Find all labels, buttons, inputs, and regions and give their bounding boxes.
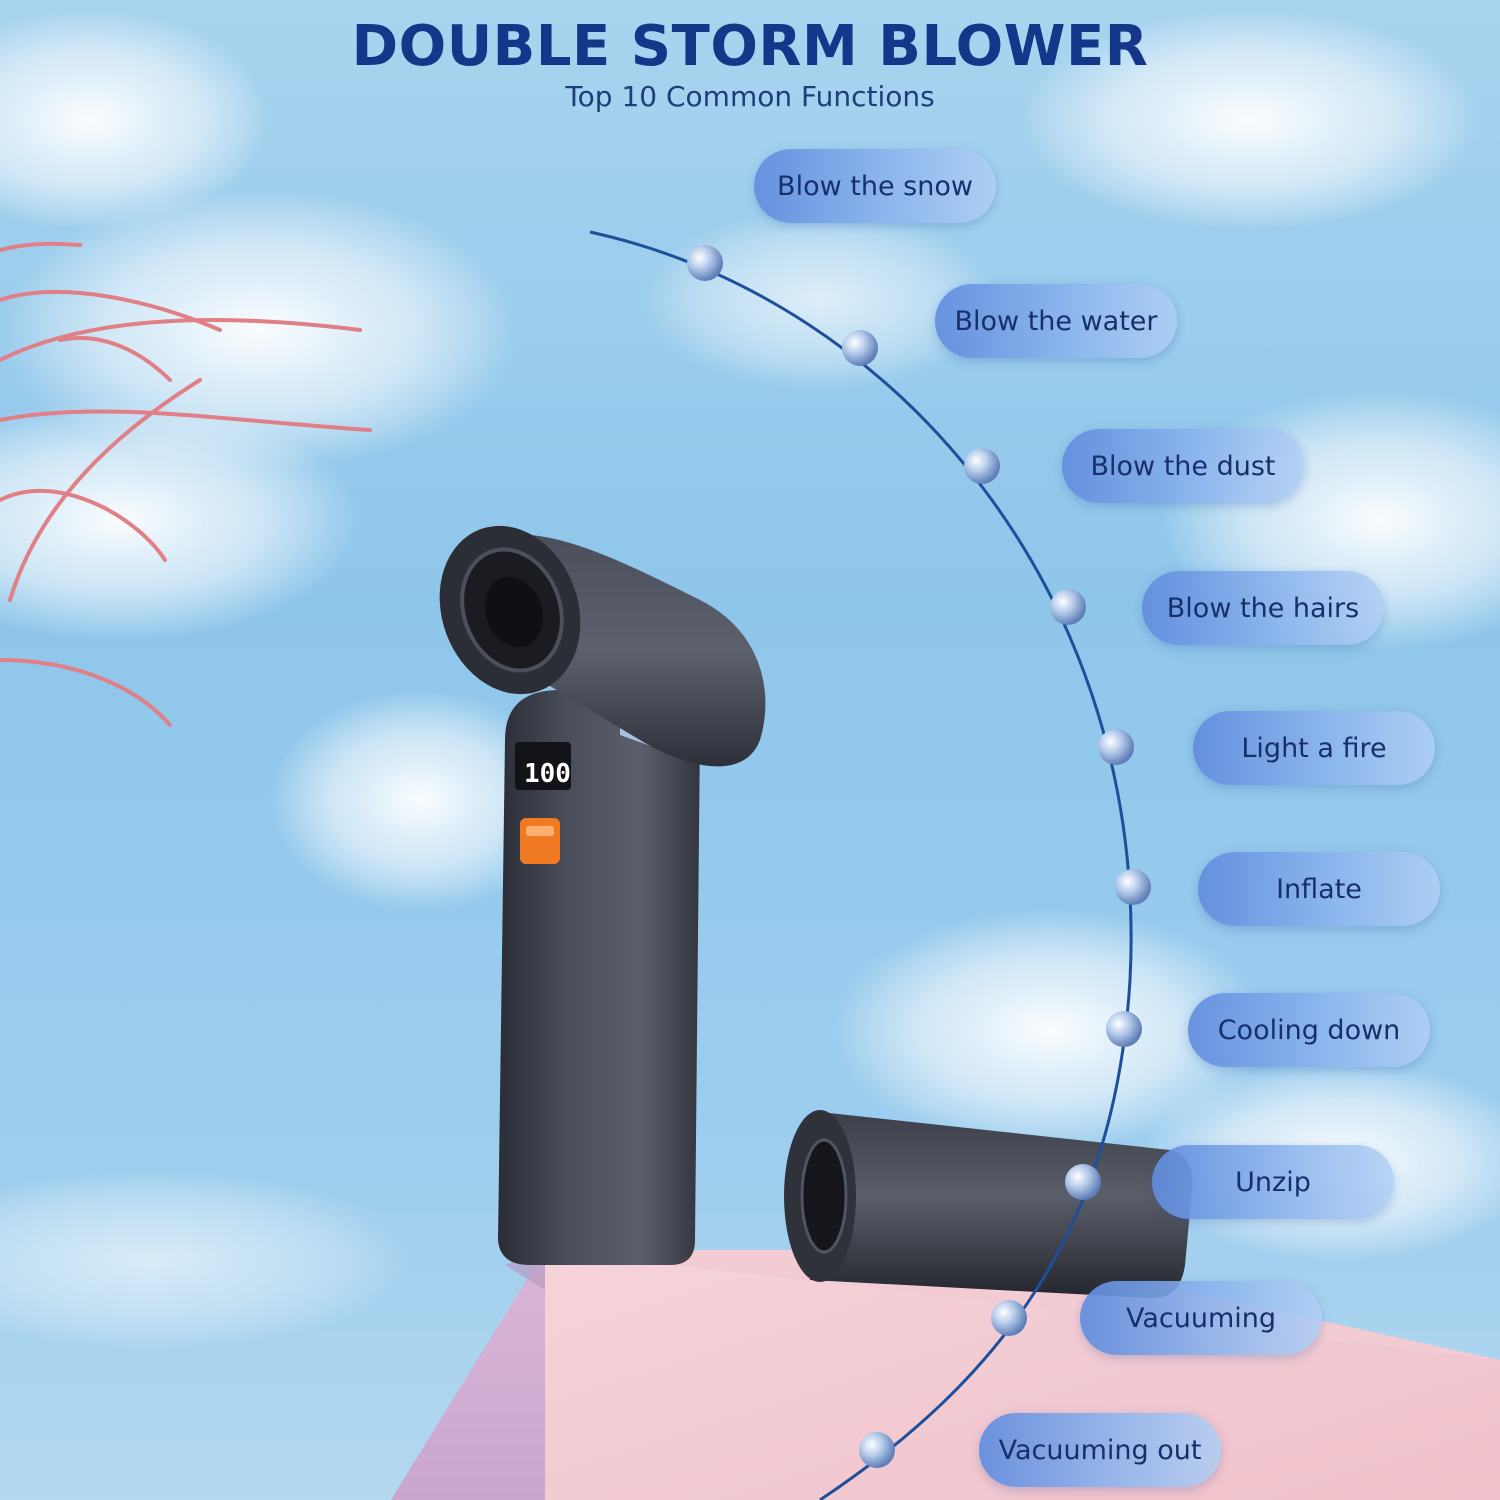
page-title: DOUBLE STORM BLOWER bbox=[351, 14, 1149, 79]
function-label: Inflate bbox=[1198, 852, 1440, 926]
battery-readout: 100 bbox=[524, 759, 571, 789]
pedestal bbox=[390, 1250, 1500, 1500]
arc-bead bbox=[1098, 729, 1134, 765]
function-label: Unzip bbox=[1152, 1145, 1394, 1219]
function-label: Vacuuming out bbox=[979, 1413, 1221, 1487]
arc-bead bbox=[1065, 1164, 1101, 1200]
arc-bead bbox=[1050, 589, 1086, 625]
function-label: Light a fire bbox=[1193, 711, 1435, 785]
blower-device bbox=[439, 525, 766, 1265]
arc-bead bbox=[1115, 869, 1151, 905]
arc-bead bbox=[687, 245, 723, 281]
arc-bead bbox=[964, 448, 1000, 484]
arc-bead bbox=[842, 330, 878, 366]
arc-beads bbox=[687, 245, 1151, 1468]
function-label: Blow the snow bbox=[754, 149, 996, 223]
function-label: Vacuuming bbox=[1080, 1281, 1322, 1355]
arc-bead bbox=[1106, 1011, 1142, 1047]
function-label: Blow the hairs bbox=[1142, 571, 1384, 645]
function-label: Cooling down bbox=[1188, 993, 1430, 1067]
arc-bead bbox=[991, 1300, 1027, 1336]
arc-bead bbox=[859, 1432, 895, 1468]
function-label: Blow the water bbox=[935, 284, 1177, 358]
page-subtitle: Top 10 Common Functions bbox=[565, 80, 935, 113]
function-label: Blow the dust bbox=[1062, 429, 1304, 503]
grass-decoration bbox=[0, 241, 372, 727]
